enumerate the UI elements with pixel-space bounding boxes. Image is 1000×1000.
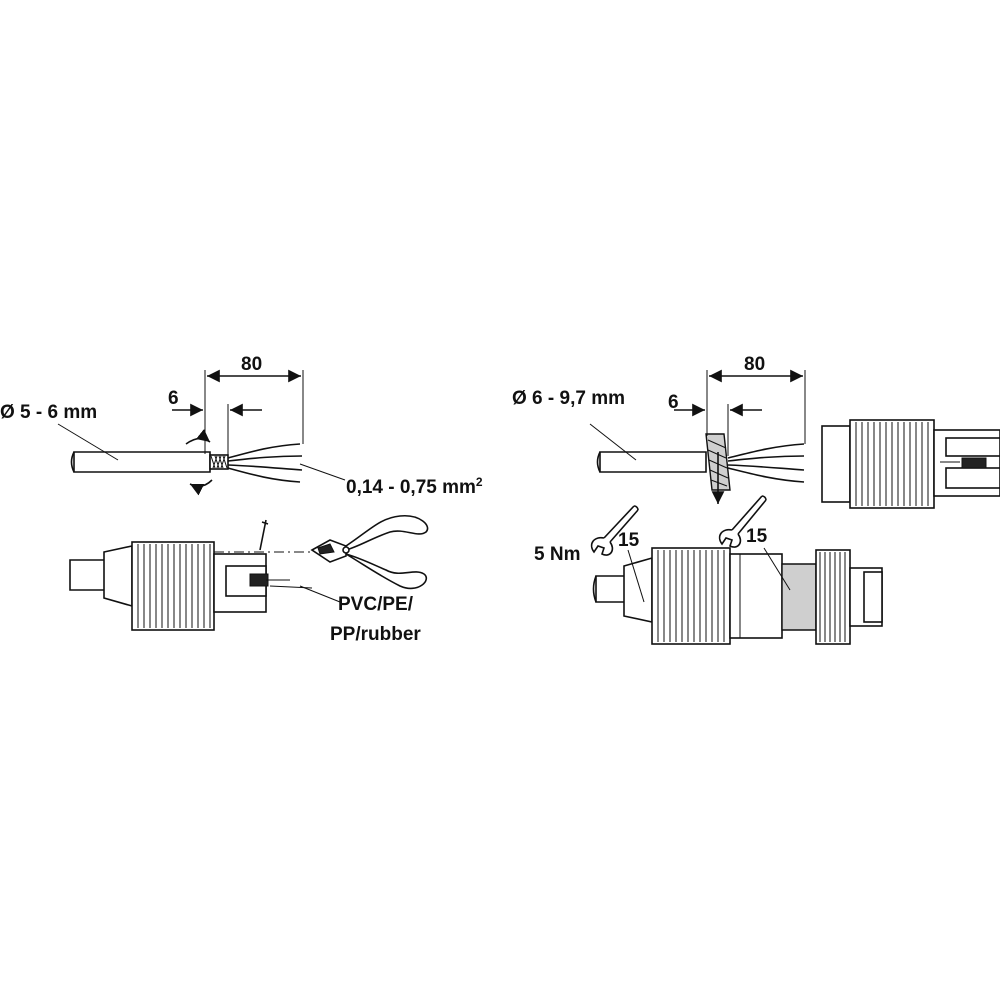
left-section-leader	[299, 463, 346, 481]
right-total-length-label: 80	[744, 354, 765, 375]
left-total-length-label: 80	[241, 354, 262, 375]
right-connector-assembly	[592, 547, 883, 645]
wrench-icon-right	[718, 495, 767, 548]
assembly-instructions-diagram: Ø 5 - 6 mm 6 80 0,14 - 0,75 mm2 PVC/PE/ …	[0, 354, 1000, 645]
left-knurled-nut	[131, 541, 215, 631]
right-diameter-leader	[589, 423, 637, 461]
left-dimension-6	[172, 403, 262, 456]
right-connector-tip	[849, 567, 883, 627]
left-cross-section-label: 0,14 - 0,75 mm2	[346, 475, 483, 498]
left-cable-jacket	[73, 451, 211, 473]
wrench-size-label-2: 15	[746, 526, 768, 547]
right-folded-shield	[705, 433, 731, 504]
right-conductors	[727, 443, 805, 483]
right-strip-length-label: 6	[668, 392, 679, 413]
torque-label: 5 Nm	[534, 544, 580, 565]
assembly-panel: Ø 5 - 6 mm 6 80 0,14 - 0,75 mm2 PVC/PE/ …	[0, 340, 1000, 650]
right-wrench1-leader	[627, 549, 645, 603]
left-diameter-label: Ø 5 - 6 mm	[0, 402, 97, 423]
right-cable-stripping	[589, 369, 806, 504]
side-cutter-icon	[310, 515, 429, 590]
wrench-size-label-1: 15	[618, 530, 640, 551]
wrench-icon-left	[590, 505, 639, 556]
right-cable-jacket	[599, 451, 707, 473]
right-knurled-nut	[651, 547, 731, 645]
left-cable-stripping	[57, 369, 346, 496]
left-connector-assembly	[69, 515, 429, 631]
right-wrench2-leader	[763, 547, 791, 591]
left-material-label-line1: PVC/PE/	[338, 594, 414, 615]
right-dimension-80	[706, 369, 806, 444]
left-contact-insert	[213, 553, 313, 613]
left-rotate-arrow-top	[185, 429, 211, 445]
left-material-leader	[299, 585, 341, 603]
left-rotate-arrow-bottom	[189, 479, 213, 496]
right-connector-body	[729, 553, 817, 639]
left-diameter-leader	[57, 423, 119, 461]
left-cut-wire	[259, 519, 267, 551]
left-material-label-line2: PP/rubber	[330, 624, 421, 645]
left-strip-length-label: 6	[168, 388, 179, 409]
left-dimension-80	[204, 369, 304, 454]
left-conductors	[227, 443, 303, 483]
right-connector-front	[821, 419, 1000, 509]
right-diameter-label: Ø 6 - 9,7 mm	[512, 388, 625, 409]
left-braid-shield	[209, 454, 229, 470]
right-coupling-nut	[815, 549, 851, 645]
right-dimension-6	[674, 403, 762, 456]
